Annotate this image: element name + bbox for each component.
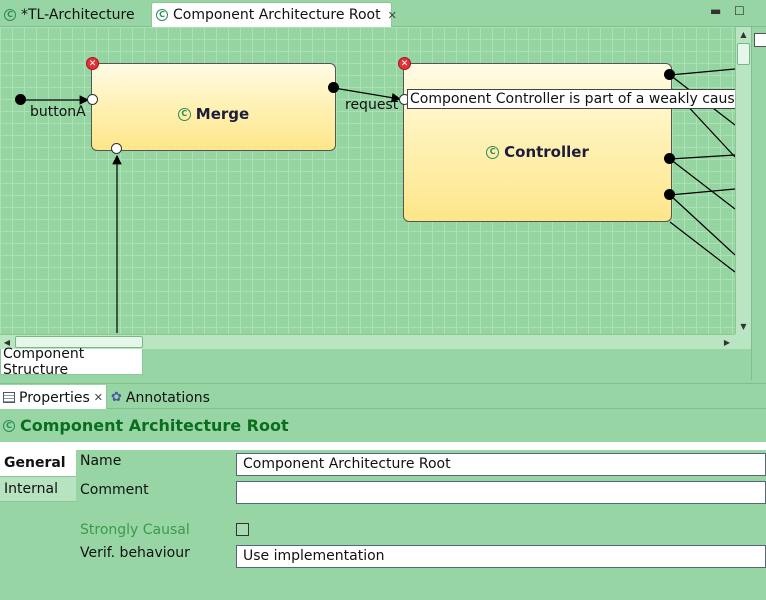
- properties-panel: C Component Architecture Root General In…: [0, 409, 766, 600]
- error-icon[interactable]: ✕: [86, 57, 99, 70]
- controller-output-port[interactable]: [664, 153, 675, 164]
- close-icon[interactable]: ✕: [387, 8, 397, 22]
- scrollbar-thumb[interactable]: [737, 43, 750, 65]
- tab-component-architecture-root[interactable]: C Component Architecture Root ✕: [151, 2, 397, 27]
- component-icon: C: [4, 8, 16, 21]
- scrollbar-corner: [735, 334, 751, 349]
- wire-controller-out-1: [669, 68, 735, 76]
- diagram-canvas[interactable]: buttonA C Merge ✕ request C Controller ✕…: [0, 27, 735, 334]
- name-label: Name: [80, 453, 122, 469]
- properties-tab-bar: Properties ✕ ✿ Annotations: [0, 383, 766, 410]
- merge-input-port[interactable]: [87, 94, 98, 105]
- side-tab-internal[interactable]: Internal: [0, 476, 76, 502]
- minimize-icon[interactable]: ▬: [710, 4, 722, 18]
- tab-component-structure[interactable]: Component Structure: [0, 345, 143, 378]
- vertical-scrollbar[interactable]: ▲ ▼: [735, 27, 751, 334]
- tab-label: *TL-Architecture: [21, 6, 135, 23]
- tab-properties[interactable]: Properties ✕: [0, 385, 107, 410]
- scrollbar-thumb[interactable]: [15, 336, 143, 348]
- outline-strip: [751, 27, 766, 380]
- verif-behaviour-field[interactable]: Use implementation: [236, 545, 766, 568]
- name-field[interactable]: Component Architecture Root: [236, 453, 766, 476]
- maximize-icon[interactable]: ☐: [734, 4, 745, 18]
- component-icon: C: [3, 419, 15, 432]
- connection-label-request: request: [345, 97, 399, 113]
- scroll-right-icon[interactable]: ▶: [723, 337, 731, 347]
- tab-label: Component Structure: [3, 345, 85, 378]
- component-icon: C: [486, 145, 500, 159]
- node-label: Controller: [504, 143, 589, 161]
- node-merge[interactable]: C Merge: [91, 63, 336, 151]
- wire-controller-out-6: [669, 188, 735, 196]
- annotations-icon: ✿: [111, 390, 122, 405]
- component-icon: C: [177, 107, 191, 121]
- controller-output-port[interactable]: [664, 189, 675, 200]
- wire-merge-to-controller: [333, 87, 402, 103]
- properties-title-bar: C Component Architecture Root: [0, 409, 766, 442]
- strongly-causal-label: Strongly Causal: [80, 522, 190, 538]
- properties-side-tabs: General Internal: [0, 450, 76, 600]
- tab-tl-architecture[interactable]: C *TL-Architecture: [0, 2, 150, 27]
- tab-annotations[interactable]: ✿ Annotations: [108, 385, 212, 410]
- comment-label: Comment: [80, 482, 149, 498]
- tab-label: Properties: [19, 389, 90, 406]
- properties-title: Component Architecture Root: [20, 416, 289, 435]
- scroll-up-icon[interactable]: ▲: [740, 29, 747, 39]
- port-label-buttonA: buttonA: [30, 104, 86, 120]
- controller-output-port[interactable]: [664, 69, 675, 80]
- comment-field[interactable]: [236, 481, 766, 504]
- input-port-buttonA[interactable]: [15, 94, 26, 105]
- horizontal-scrollbar[interactable]: ◀ ▶: [0, 334, 735, 349]
- side-tab-general[interactable]: General: [0, 450, 76, 476]
- verif-behaviour-label: Verif. behaviour: [80, 545, 190, 561]
- component-icon: C: [156, 9, 168, 21]
- error-icon[interactable]: ✕: [398, 57, 411, 70]
- node-label: Merge: [195, 105, 250, 123]
- merge-feedback-port[interactable]: [111, 143, 122, 154]
- wire-controller-out-8: [669, 221, 735, 273]
- tab-label: Component Architecture Root: [173, 7, 381, 23]
- tab-label: Annotations: [125, 389, 210, 406]
- node-controller[interactable]: C Controller: [403, 63, 672, 222]
- outline-thumbnail[interactable]: [754, 33, 766, 47]
- close-icon[interactable]: ✕: [93, 391, 103, 404]
- editor-tab-bar: C *TL-Architecture C Component Architect…: [0, 0, 766, 27]
- scroll-down-icon[interactable]: ▼: [740, 321, 747, 331]
- properties-icon: [3, 392, 15, 403]
- scroll-left-icon[interactable]: ◀: [3, 337, 11, 347]
- wire-controller-out-5: [669, 158, 735, 210]
- strongly-causal-checkbox[interactable]: [236, 523, 249, 536]
- properties-form: Name Component Architecture Root Comment…: [76, 450, 766, 600]
- tooltip: Component Controller is part of a weakly…: [407, 89, 735, 109]
- wire-controller-out-4: [669, 154, 735, 160]
- wire-controller-out-7: [669, 194, 735, 256]
- merge-output-port[interactable]: [328, 82, 339, 93]
